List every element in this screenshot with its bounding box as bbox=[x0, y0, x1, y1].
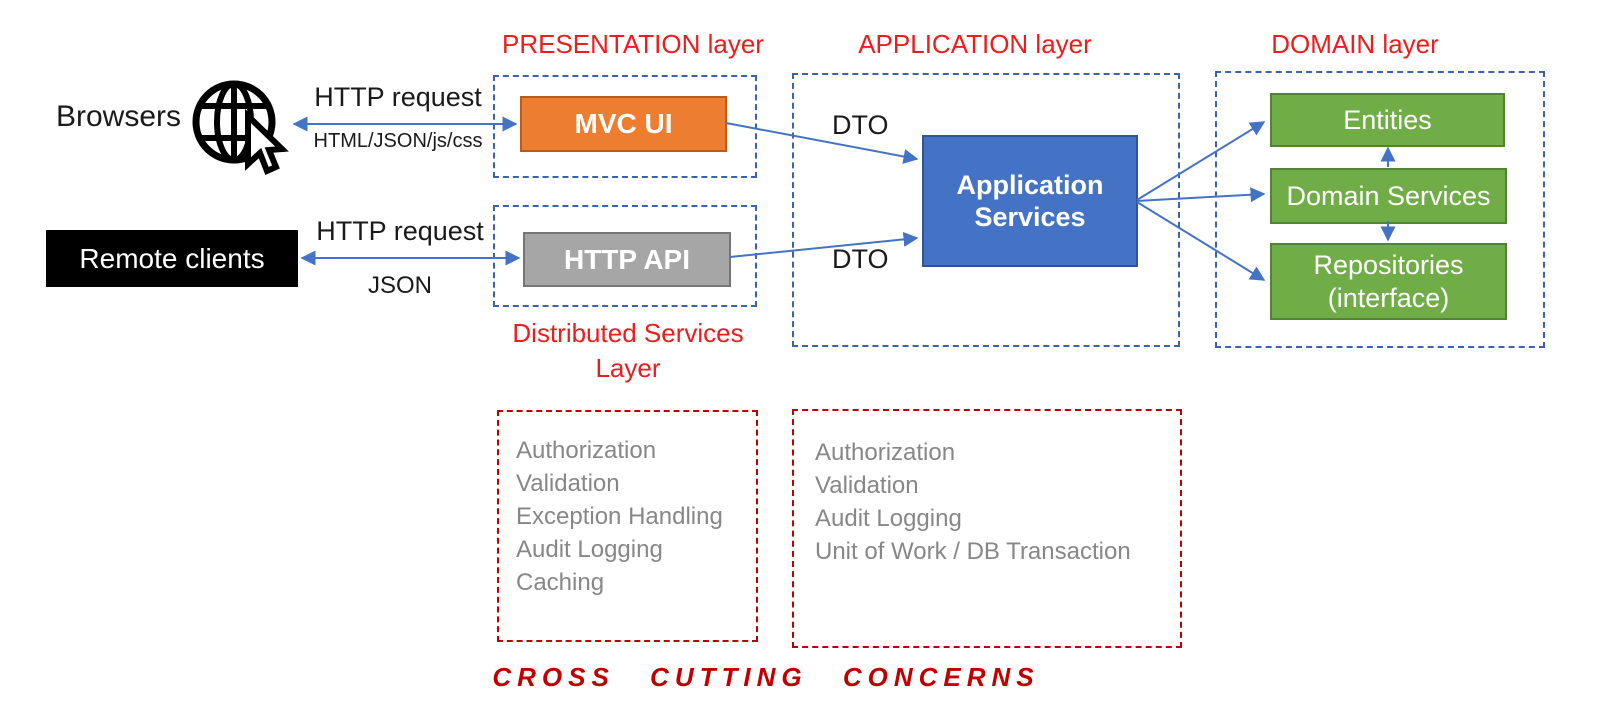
presentation-layer-label: PRESENTATION layer bbox=[502, 29, 764, 59]
json-label: JSON bbox=[367, 272, 432, 299]
http-api-label: HTTP API bbox=[563, 243, 690, 275]
list-item: Audit Logging bbox=[516, 536, 663, 563]
distributed-concerns-list: Authorization Validation Exception Handl… bbox=[516, 434, 723, 599]
cross-cutting-box-application bbox=[792, 409, 1182, 648]
dto-top-label: DTO bbox=[832, 110, 889, 140]
application-services-line1: Application bbox=[956, 169, 1104, 200]
application-services-line2: Services bbox=[974, 202, 1086, 232]
repositories-line2: (interface) bbox=[1327, 282, 1450, 313]
repositories-line1: Repositories bbox=[1313, 250, 1464, 281]
domain-services-label: Domain Services bbox=[1286, 180, 1491, 211]
list-item: Authorization bbox=[516, 437, 657, 464]
cursor-pointer-icon bbox=[245, 108, 289, 176]
http-request-top-label: HTTP request bbox=[314, 82, 482, 112]
list-item: Caching bbox=[516, 569, 605, 596]
list-item: Validation bbox=[815, 472, 919, 499]
domain-layer-label: DOMAIN layer bbox=[1271, 29, 1439, 59]
list-item: Authorization bbox=[815, 439, 956, 466]
list-item: Audit Logging bbox=[815, 505, 962, 532]
list-item: Unit of Work / DB Transaction bbox=[815, 538, 1131, 565]
mvc-ui-node: MVC UI bbox=[520, 96, 727, 152]
globe-with-cursor-icon bbox=[192, 80, 289, 176]
entities-label: Entities bbox=[1343, 104, 1432, 135]
repositories-node: Repositories (interface) bbox=[1270, 243, 1507, 320]
mvc-ui-label: MVC UI bbox=[574, 108, 673, 140]
http-request-bottom-label: HTTP request bbox=[316, 216, 484, 246]
dto-bottom-label: DTO bbox=[832, 244, 889, 274]
list-item: Validation bbox=[516, 470, 620, 497]
list-item: Exception Handling bbox=[516, 503, 723, 530]
application-services-node: Application Services bbox=[922, 135, 1138, 267]
remote-clients-box: Remote clients bbox=[46, 230, 298, 287]
distributed-services-line2: Layer bbox=[595, 353, 661, 383]
cross-cutting-concerns-label: CROSS CUTTING CONCERNS bbox=[492, 662, 1040, 692]
http-api-node: HTTP API bbox=[523, 232, 731, 287]
distributed-services-line1: Distributed Services bbox=[512, 318, 744, 348]
application-layer-label: APPLICATION layer bbox=[858, 29, 1092, 59]
browsers-label: Browsers bbox=[56, 100, 182, 133]
cross-cutting-box-distributed bbox=[497, 410, 758, 642]
entities-node: Entities bbox=[1270, 93, 1505, 147]
domain-services-node: Domain Services bbox=[1270, 168, 1507, 224]
application-concerns-list: Authorization Validation Audit Logging U… bbox=[815, 436, 1131, 568]
html-json-js-css-label: HTML/JSON/js/css bbox=[313, 130, 483, 152]
distributed-services-layer-label: Distributed Services Layer bbox=[487, 316, 769, 386]
remote-clients-label: Remote clients bbox=[79, 242, 265, 274]
